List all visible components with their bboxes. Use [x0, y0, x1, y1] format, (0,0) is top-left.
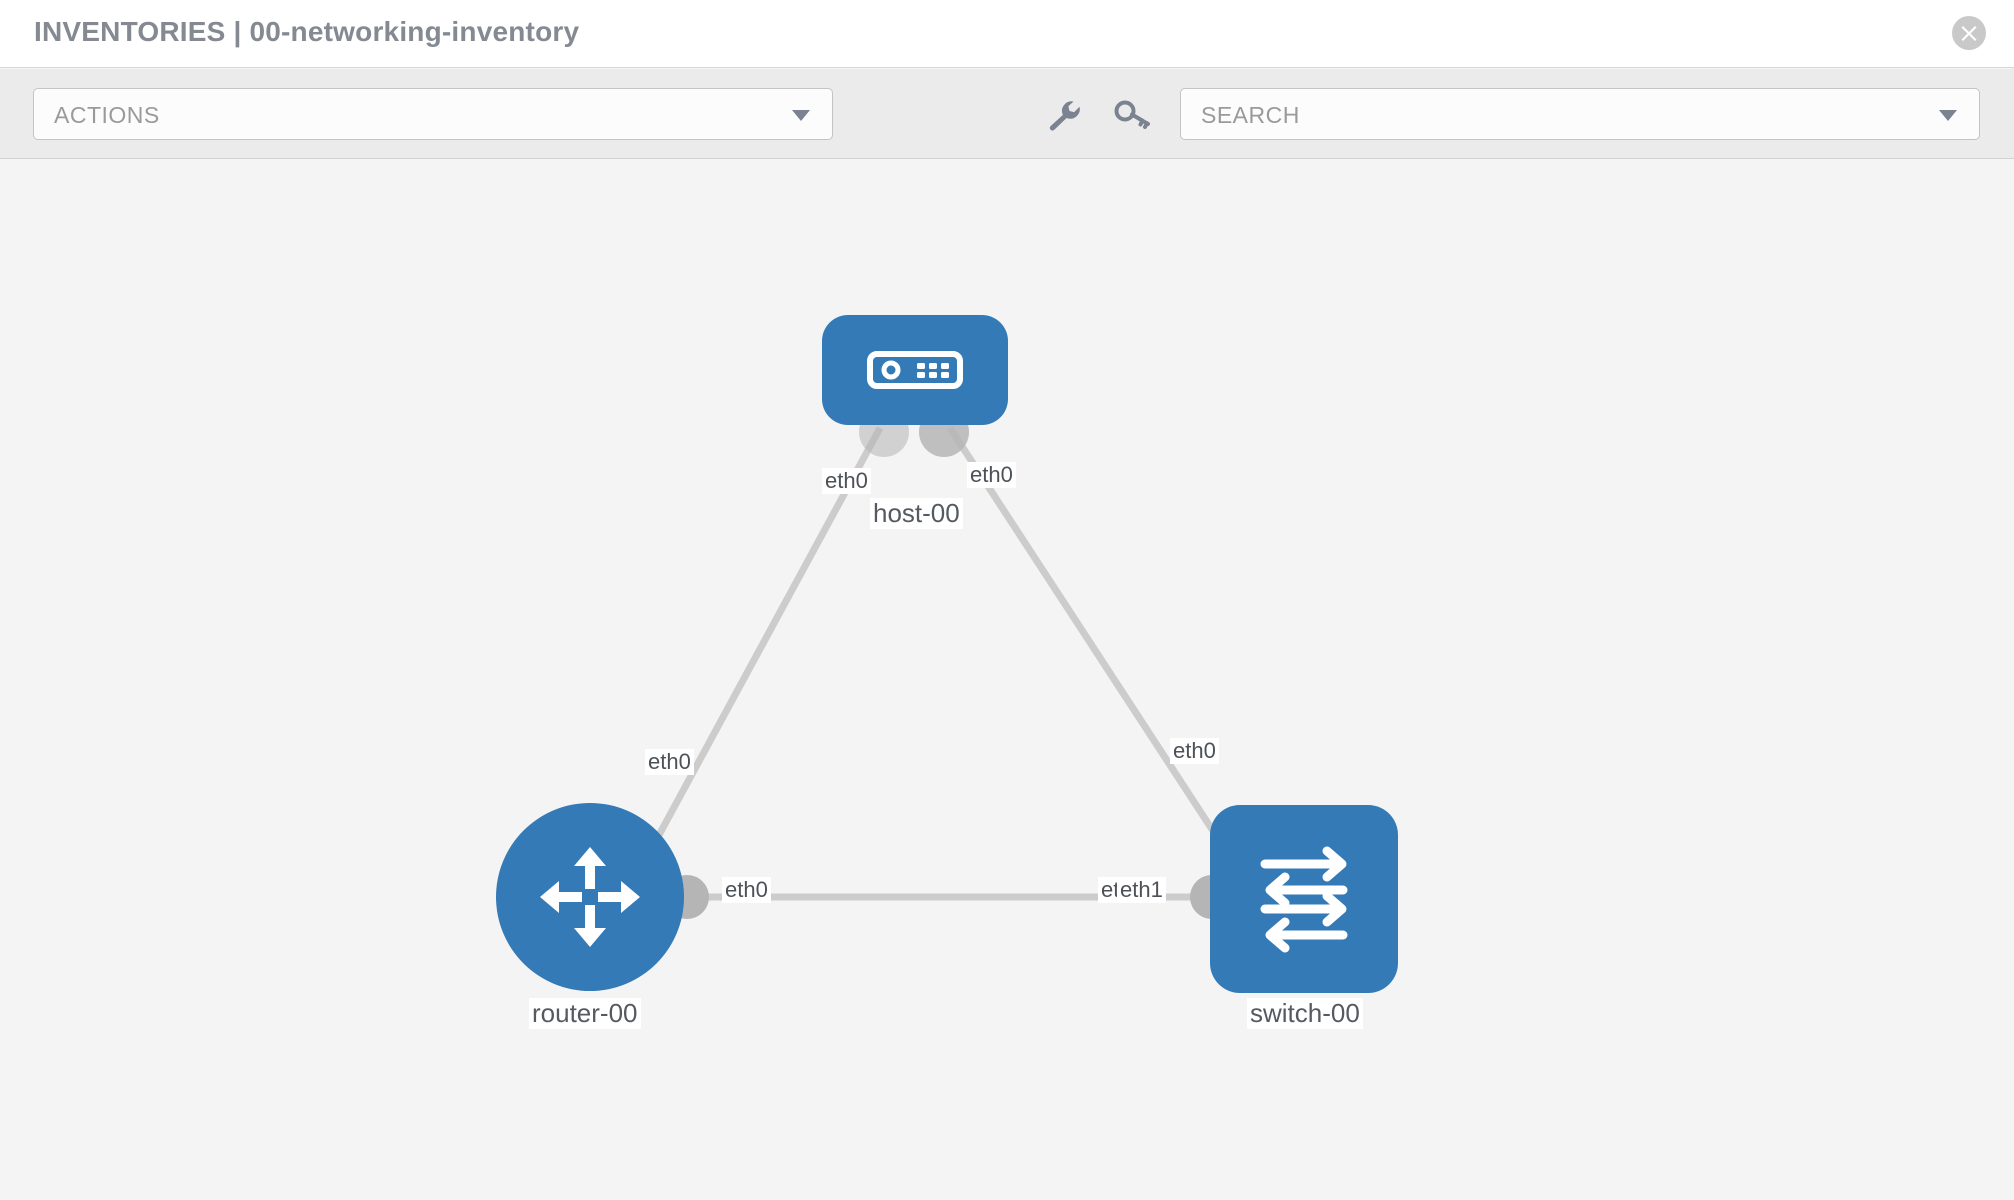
router-arrows-icon [540, 847, 640, 947]
page-title: INVENTORIES | 00-networking-inventory [34, 16, 580, 47]
edge-label-router-eth0-right: eth0 [722, 877, 771, 903]
edge-label-host-eth0-left: eth0 [822, 468, 871, 494]
toolbar: ACTIONS SEARCH [0, 69, 2014, 159]
node-label-switch-00: switch-00 [1247, 998, 1363, 1029]
link-host-router [636, 426, 884, 872]
page-header: INVENTORIES | 00-networking-inventory [0, 0, 2014, 68]
edge-label-host-eth0-right: eth0 [967, 462, 1016, 488]
topology-canvas[interactable]: host-00 router-00 [0, 160, 2014, 1200]
node-label-router-00: router-00 [529, 998, 641, 1029]
actions-dropdown-label: ACTIONS [54, 102, 160, 128]
server-icon [867, 351, 963, 389]
edge-label-router-eth0-up: eth0 [645, 749, 694, 775]
host-node-shape[interactable] [822, 315, 1008, 425]
search-input[interactable]: SEARCH [1180, 88, 1980, 140]
link-host-switch [947, 426, 1235, 862]
actions-dropdown[interactable]: ACTIONS [33, 88, 833, 140]
chevron-down-icon [1939, 110, 1957, 121]
key-icon[interactable] [1112, 97, 1154, 133]
router-node-shape[interactable] [496, 803, 684, 991]
node-label-host-00: host-00 [870, 498, 963, 529]
close-icon[interactable] [1952, 16, 1986, 50]
edge-label-switch-eth0-up: eth0 [1170, 738, 1219, 764]
chevron-down-icon [792, 110, 810, 121]
topology-links [636, 407, 1258, 919]
switch-node-shape[interactable] [1210, 805, 1398, 993]
switch-arrows-icon [1260, 846, 1348, 953]
search-placeholder: SEARCH [1201, 102, 1300, 128]
edge-label-switch-eth1-b: eth1 [1117, 877, 1166, 903]
wrench-icon[interactable] [1043, 97, 1085, 133]
